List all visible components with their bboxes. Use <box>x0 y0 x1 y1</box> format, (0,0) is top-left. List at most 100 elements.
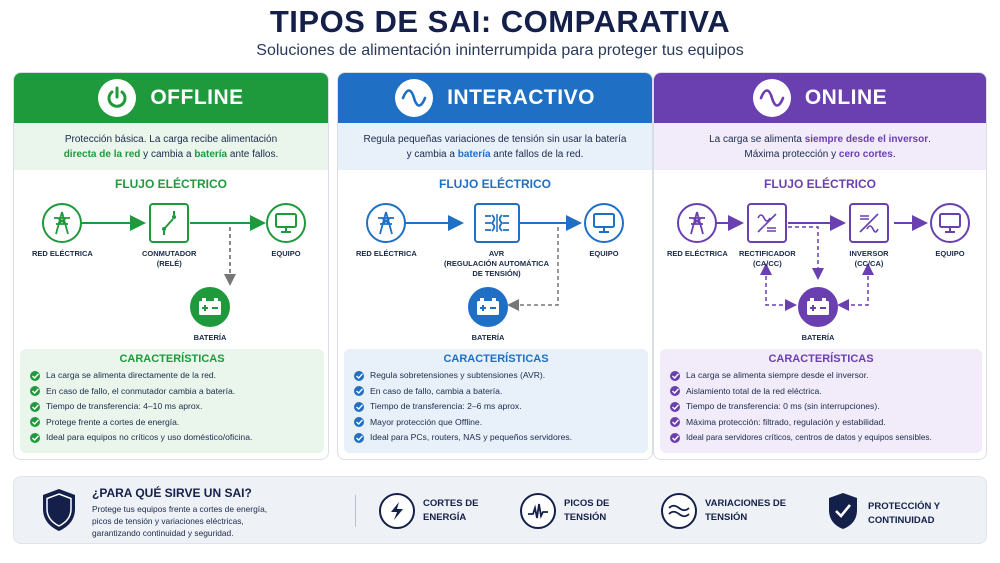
node-battery: BATERÍA <box>190 287 230 343</box>
check-icon <box>354 401 364 412</box>
check-icon <box>670 401 680 412</box>
card-online-description: La carga se alimenta siempre desde el in… <box>654 123 986 170</box>
check-icon <box>670 417 680 428</box>
features-box: CARACTERÍSTICAS Regula sobretensiones y … <box>344 349 648 453</box>
node-grid: RED ELÉCTRICA <box>32 203 93 259</box>
features-box: CARACTERÍSTICAS La carga se alimenta sie… <box>660 349 982 453</box>
flow-arrows <box>708 215 928 311</box>
check-icon <box>670 432 680 443</box>
card-online-title: ONLINE <box>804 86 888 109</box>
node-grid: RED ELÉCTRICA <box>356 203 417 259</box>
feature-item: Protege frente a cortes de energía. <box>30 415 314 431</box>
sine-wave-icon <box>752 79 791 117</box>
feature-item: La carga se alimenta directamente de la … <box>30 368 314 384</box>
card-interactivo: INTERACTIVO Regula pequeñas variaciones … <box>337 72 653 460</box>
feature-item: La carga se alimenta siempre desde el in… <box>670 368 972 384</box>
check-icon <box>30 370 40 381</box>
check-icon <box>30 401 40 412</box>
card-online-header: ONLINE <box>654 73 986 123</box>
shield-icon <box>40 487 78 538</box>
check-icon <box>670 386 680 397</box>
flow-arrows <box>76 215 266 286</box>
features-title: CARACTERÍSTICAS <box>768 353 874 365</box>
battery-icon <box>468 287 508 327</box>
features-title: CARACTERÍSTICAS <box>443 353 549 365</box>
page-title: TIPOS DE SAI: COMPARATIVA <box>269 4 731 39</box>
monitor-icon <box>266 203 306 243</box>
card-interactivo-header: INTERACTIVO <box>338 73 652 123</box>
info-bar: ¿PARA QUÉ SIRVE UN SAI? Protege tus equi… <box>13 476 987 544</box>
node-battery: BATERÍA <box>798 287 838 343</box>
divider <box>355 495 356 527</box>
card-interactivo-description: Regula pequeñas variaciones de tensión s… <box>338 123 652 170</box>
feature-item: Tiempo de transferencia: 0 ms (sin inter… <box>670 399 972 415</box>
spike-icon <box>520 493 556 529</box>
power-tower-icon <box>677 203 718 243</box>
node-device: EQUIPO <box>930 203 970 259</box>
flow-diagram-online: RED ELÉCTRICA RECTIFICADOR(CA/CC) INVERS… <box>654 191 986 351</box>
card-offline: OFFLINE Protección básica. La carga reci… <box>13 72 329 460</box>
lightning-icon <box>379 493 415 529</box>
waves-icon <box>661 493 697 529</box>
shield-check-icon <box>826 491 860 536</box>
feature-item: Regula sobretensiones y subtensiones (AV… <box>354 368 638 384</box>
flow-title: FLUJO ELÉCTRICO <box>438 177 551 191</box>
switch-icon <box>149 203 190 243</box>
check-icon <box>670 370 680 381</box>
card-interactivo-title: INTERACTIVO <box>447 86 595 109</box>
card-offline-description: Protección básica. La carga recibe alime… <box>14 123 328 170</box>
feature-item: Tiempo de transferencia: 2–6 ms aprox. <box>354 399 638 415</box>
feature-item: En caso de fallo, el conmutador cambia a… <box>30 384 314 400</box>
check-icon <box>354 432 364 443</box>
feature-item: Ideal para equipos no críticos y uso dom… <box>30 430 314 446</box>
node-rectifier: RECTIFICADOR(CA/CC) <box>739 203 796 269</box>
feature-item: Ideal para PCs, routers, NAS y pequeños … <box>354 430 638 446</box>
features-title: CARACTERÍSTICAS <box>119 353 225 365</box>
node-grid: RED ELÉCTRICA <box>667 203 728 259</box>
feature-item: Tiempo de transferencia: 4–10 ms aprox. <box>30 399 314 415</box>
inverter-icon <box>849 203 889 243</box>
battery-icon <box>190 287 230 327</box>
flow-title: FLUJO ELÉCTRICO <box>763 177 876 191</box>
flow-arrows <box>400 215 582 311</box>
flow-title: FLUJO ELÉCTRICO <box>114 177 227 191</box>
rectifier-icon <box>747 203 788 243</box>
transformer-icon <box>473 203 520 243</box>
info-answer: Protege tus equipos frente a cortes de e… <box>92 504 268 538</box>
check-icon <box>354 370 364 381</box>
node-switch: CONMUTADOR(RELÉ) <box>142 203 196 269</box>
check-icon <box>30 432 40 443</box>
node-device: EQUIPO <box>584 203 624 259</box>
battery-icon <box>798 287 838 327</box>
feature-item: En caso de fallo, cambia a batería. <box>354 384 638 400</box>
power-tower-icon <box>42 203 83 243</box>
sine-wave-icon <box>395 79 434 117</box>
feature-item: Máxima protección: filtrado, regulación … <box>670 415 972 431</box>
check-icon <box>354 417 364 428</box>
card-offline-title: OFFLINE <box>150 86 244 109</box>
node-inverter: INVERSOR(CC/CA) <box>849 203 889 269</box>
power-tower-icon <box>366 203 407 243</box>
feature-item: Aislamiento total de la red eléctrica. <box>670 384 972 400</box>
card-offline-header: OFFLINE <box>14 73 328 123</box>
node-battery: BATERÍA <box>468 287 508 343</box>
check-icon <box>30 417 40 428</box>
flow-diagram-offline: RED ELÉCTRICA CONMUTADOR(RELÉ) EQUIPO BA… <box>14 191 328 351</box>
monitor-icon <box>584 203 624 243</box>
feature-item: Ideal para servidores críticos, centros … <box>670 430 972 446</box>
monitor-icon <box>930 203 970 243</box>
card-online: ONLINE La carga se alimenta siempre desd… <box>653 72 987 460</box>
feature-item: Mayor protección que Offline. <box>354 415 638 431</box>
page-subtitle: Soluciones de alimentación ininterrumpid… <box>256 42 744 59</box>
features-box: CARACTERÍSTICAS La carga se alimenta dir… <box>20 349 324 453</box>
power-icon <box>98 79 137 117</box>
check-icon <box>30 386 40 397</box>
info-question: ¿PARA QUÉ SIRVE UN SAI? <box>92 486 252 500</box>
node-device: EQUIPO <box>266 203 306 259</box>
